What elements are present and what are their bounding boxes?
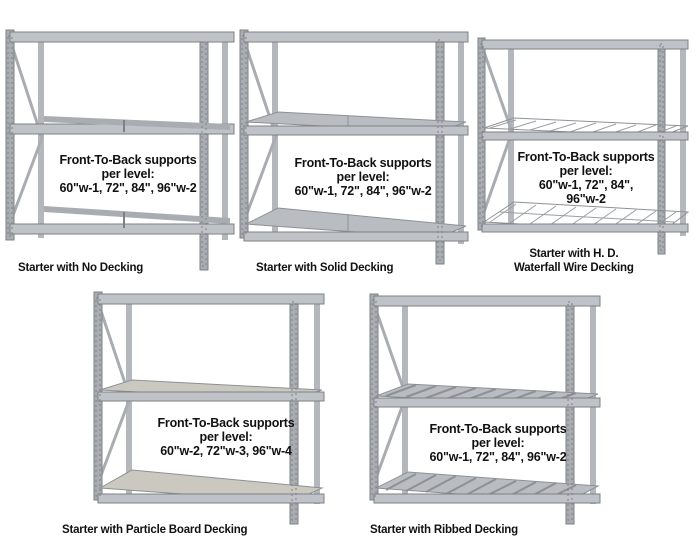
supports-text: Front-To-Back supports per level: 60"w-1… [506, 150, 666, 206]
supports-line-3: 60"w-2, 72"w-3, 96"w-4 [160, 444, 292, 458]
supports-line-3: 60"w-1, 72", 84", 96"w-2 [59, 181, 197, 195]
shelf-no-decking: Front-To-Back supports per level: 60"w-1… [4, 28, 240, 272]
supports-line-1: Front-To-Back supports [517, 150, 655, 164]
caption-particle-board-decking: Starter with Particle Board Decking [62, 524, 248, 536]
supports-line-1: Front-To-Back supports [294, 156, 432, 170]
shelf-ribbed-decking-image [369, 293, 601, 525]
supports-line-1: Front-To-Back supports [59, 153, 197, 167]
supports-line-2: per level: [101, 167, 155, 181]
caption-ribbed-decking: Starter with Ribbed Decking [370, 524, 518, 536]
supports-line-3: 60"w-1, 72", 84", [538, 178, 634, 192]
caption-solid-decking: Starter with Solid Decking [256, 262, 394, 274]
supports-line-3: 60"w-1, 72", 84", 96"w-2 [429, 450, 567, 464]
shelf-wire-decking: Front-To-Back supports per level: 60"w-1… [476, 36, 692, 258]
shelf-solid-decking: Front-To-Back supports per level: 60"w-1… [238, 28, 474, 268]
shelf-wire-decking-image [477, 37, 690, 255]
shelf-particle-board-decking: Front-To-Back supports per level: 60"w-2… [92, 290, 328, 528]
shelf-solid-decking-image [239, 29, 469, 265]
supports-line-1: Front-To-Back supports [157, 416, 295, 430]
caption-no-decking: Starter with No Decking [18, 262, 144, 274]
supports-line-2: per level: [336, 170, 390, 184]
supports-line-2: per level: [199, 430, 253, 444]
supports-line-3: 60"w-1, 72", 84", 96"w-2 [294, 184, 432, 198]
supports-text: Front-To-Back supports per level: 60"w-1… [278, 156, 448, 198]
shelf-ribbed-decking: Front-To-Back supports per level: 60"w-1… [368, 292, 604, 528]
supports-text: Front-To-Back supports per level: 60"w-2… [146, 416, 306, 458]
supports-line-2: per level: [559, 164, 613, 178]
supports-line-4: 96"w-2 [566, 192, 606, 206]
supports-text: Front-To-Back supports per level: 60"w-1… [48, 153, 208, 195]
caption-wire-decking: Starter with H. D. Waterfall Wire Deckin… [514, 248, 634, 274]
supports-text: Front-To-Back supports per level: 60"w-1… [408, 422, 588, 464]
supports-line-2: per level: [471, 436, 525, 450]
shelf-particle-board-decking-image [93, 291, 325, 525]
supports-line-1: Front-To-Back supports [429, 422, 567, 436]
shelf-no-decking-image [5, 29, 235, 271]
